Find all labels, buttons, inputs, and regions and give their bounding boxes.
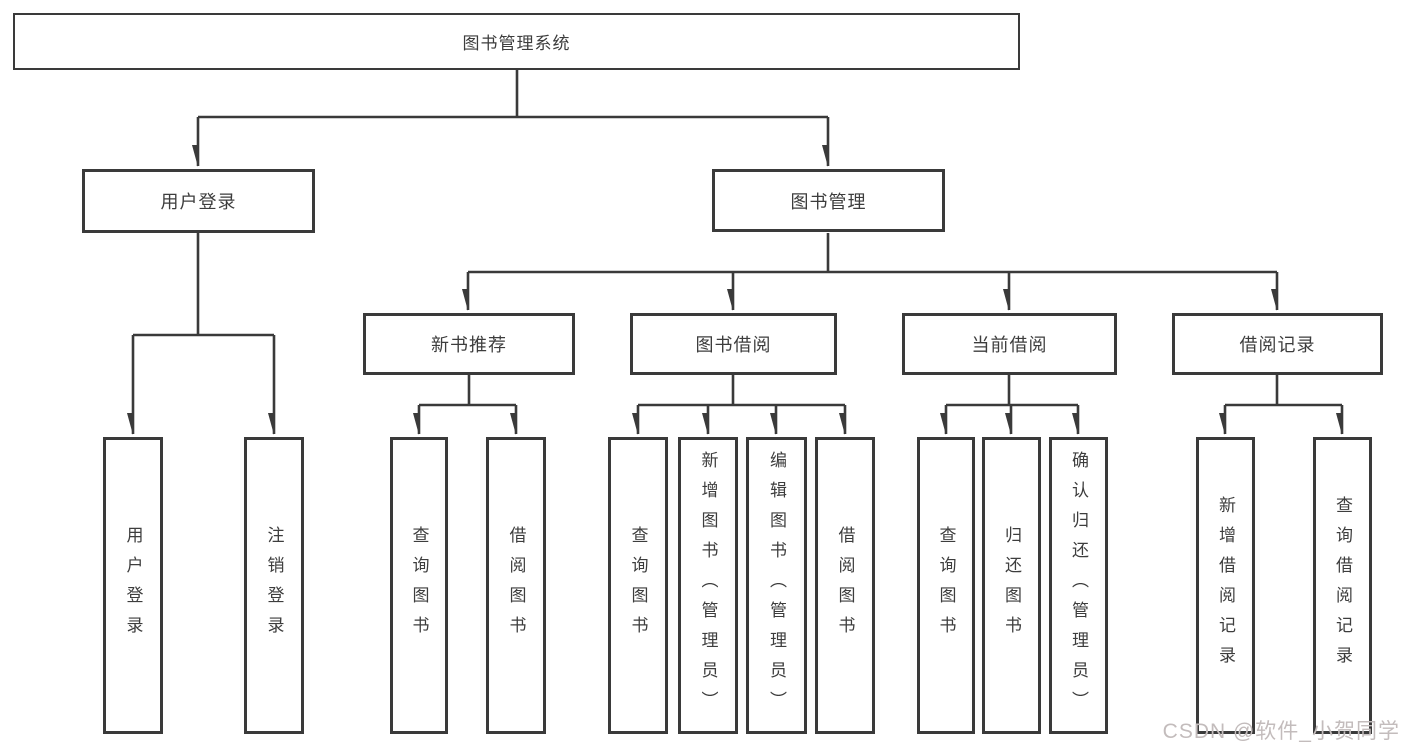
leaf-query-books-borrowing-label: 查询图书 bbox=[628, 525, 648, 646]
leaf-user-login-label: 用户登录 bbox=[123, 525, 143, 646]
leaf-confirm-return-admin: 确认归还（管理员） bbox=[1049, 437, 1108, 734]
leaf-return-books-label: 归还图书 bbox=[1002, 525, 1021, 646]
node-current-borrowing: 当前借阅 bbox=[902, 313, 1117, 375]
leaf-logout: 注销登录 bbox=[244, 437, 304, 734]
leaf-edit-books-admin: 编辑图书（管理员） bbox=[746, 437, 807, 734]
leaf-query-books-current: 查询图书 bbox=[917, 437, 975, 734]
node-user-login-module: 用户登录 bbox=[82, 169, 315, 233]
leaf-borrow-books: 借阅图书 bbox=[815, 437, 875, 734]
node-book-management: 图书管理 bbox=[712, 169, 945, 232]
leaf-add-borrow-record-label: 新增借阅记录 bbox=[1216, 495, 1235, 676]
leaf-return-books: 归还图书 bbox=[982, 437, 1041, 734]
node-borrow-records: 借阅记录 bbox=[1172, 313, 1383, 375]
leaf-add-books-admin-label: 新增图书（管理员） bbox=[698, 450, 718, 721]
node-new-book-recommend: 新书推荐 bbox=[363, 313, 575, 375]
leaf-borrow-books-recommend-label: 借阅图书 bbox=[506, 525, 526, 646]
leaf-query-books-recommend-label: 查询图书 bbox=[409, 525, 429, 646]
node-book-borrowing: 图书借阅 bbox=[630, 313, 837, 375]
leaf-confirm-return-admin-label: 确认归还（管理员） bbox=[1069, 450, 1088, 721]
leaf-query-borrow-record: 查询借阅记录 bbox=[1313, 437, 1372, 734]
leaf-query-books-borrowing: 查询图书 bbox=[608, 437, 668, 734]
leaf-logout-label: 注销登录 bbox=[264, 525, 284, 646]
csdn-watermark: CSDN @软件_小贺同学 bbox=[1162, 720, 1400, 743]
leaf-query-books-recommend: 查询图书 bbox=[390, 437, 448, 734]
leaf-borrow-books-label: 借阅图书 bbox=[835, 525, 855, 646]
leaf-borrow-books-recommend: 借阅图书 bbox=[486, 437, 546, 734]
leaf-query-books-current-label: 查询图书 bbox=[936, 525, 956, 646]
leaf-user-login: 用户登录 bbox=[103, 437, 163, 734]
leaf-edit-books-admin-label: 编辑图书（管理员） bbox=[767, 450, 786, 721]
node-library-system: 图书管理系统 bbox=[13, 13, 1020, 70]
leaf-query-borrow-record-label: 查询借阅记录 bbox=[1333, 495, 1352, 676]
leaf-add-books-admin: 新增图书（管理员） bbox=[678, 437, 738, 734]
leaf-add-borrow-record: 新增借阅记录 bbox=[1196, 437, 1255, 734]
